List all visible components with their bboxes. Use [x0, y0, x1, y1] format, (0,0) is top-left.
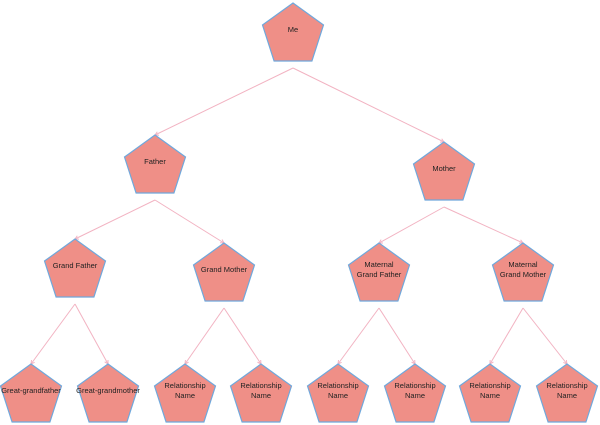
pentagon-shape — [123, 134, 187, 194]
pentagon-shape — [0, 363, 63, 423]
connector-maternal-grand-father-to-relationship-4 — [378, 307, 416, 365]
connector-mother-to-maternal-grand-mother — [443, 206, 524, 244]
pentagon-shape — [43, 238, 107, 298]
pentagon-shape — [192, 242, 256, 302]
pentagon-shape — [412, 141, 476, 201]
connector-me-to-father — [154, 67, 294, 136]
node-great-grandfather[interactable]: Great-grandfather — [0, 363, 63, 423]
node-grand-father[interactable]: Grand Father — [43, 238, 107, 298]
node-label: Relationship — [164, 381, 205, 390]
connector-maternal-grand-mother-to-relationship-5 — [489, 307, 524, 365]
node-label: Me — [288, 25, 298, 34]
node-label: Relationship — [469, 381, 510, 390]
node-label: Mother — [432, 164, 456, 173]
node-label: Name — [175, 391, 195, 400]
node-me[interactable]: Me — [261, 2, 325, 62]
pentagon-shape — [153, 363, 217, 423]
node-label: Great-grandfather — [1, 386, 61, 395]
node-label: Grand Father — [53, 261, 98, 270]
node-label: Great-grandmother — [76, 386, 140, 395]
connector-maternal-grand-mother-to-relationship-6 — [522, 307, 568, 365]
node-label: Maternal — [508, 260, 538, 269]
node-label: Father — [144, 157, 166, 166]
pentagon-shape — [347, 242, 411, 302]
pentagon-shape — [491, 242, 555, 302]
node-label: Name — [557, 391, 577, 400]
connector-grand-father-to-great-grandfather — [30, 303, 76, 365]
node-mother[interactable]: Mother — [412, 141, 476, 201]
connector-maternal-grand-father-to-relationship-3 — [337, 307, 380, 365]
node-label: Grand Mother — [500, 270, 547, 279]
node-label: Name — [480, 391, 500, 400]
node-father[interactable]: Father — [123, 134, 187, 194]
pentagon-shape — [306, 363, 370, 423]
pentagon-shape — [383, 363, 447, 423]
node-label: Name — [405, 391, 425, 400]
connector-me-to-mother — [292, 67, 445, 143]
node-label: Grand Father — [357, 270, 402, 279]
node-label: Relationship — [394, 381, 435, 390]
pentagon-shape — [261, 2, 325, 62]
node-label: Name — [251, 391, 271, 400]
node-label: Maternal — [364, 260, 394, 269]
node-grand-mother[interactable]: Grand Mother — [192, 242, 256, 302]
pentagon-shape — [229, 363, 293, 423]
node-great-grandmother[interactable]: Great-grandmother — [76, 363, 140, 423]
node-label: Relationship — [240, 381, 281, 390]
pentagon-shape — [458, 363, 522, 423]
connector-grand-father-to-great-grandmother — [74, 303, 109, 365]
connector-grand-mother-to-relationship-2 — [223, 307, 262, 365]
connector-grand-mother-to-relationship-1 — [184, 307, 225, 365]
node-label: Relationship — [317, 381, 358, 390]
connector-father-to-grand-father — [74, 199, 156, 240]
pentagon-shape — [76, 363, 140, 423]
connector-mother-to-maternal-grand-father — [378, 206, 445, 244]
node-label: Grand Mother — [201, 265, 248, 274]
node-label: Relationship — [546, 381, 587, 390]
connector-father-to-grand-mother — [154, 199, 225, 244]
pentagon-shape — [535, 363, 599, 423]
node-label: Name — [328, 391, 348, 400]
